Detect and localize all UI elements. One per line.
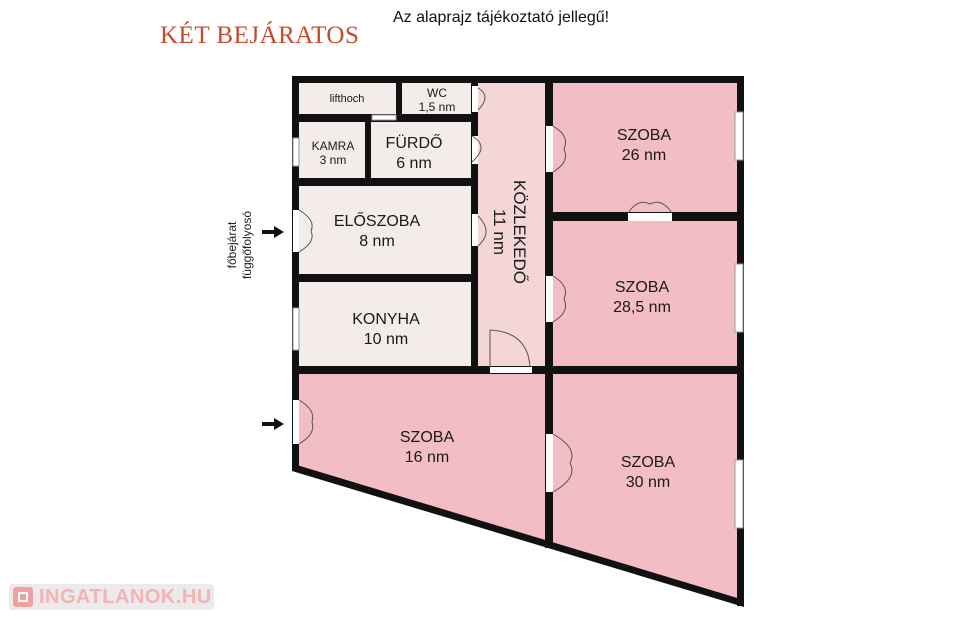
room-konyha-name: KONYHA (352, 311, 420, 328)
room-lifthoch-name: lifthoch (329, 93, 365, 105)
door-gap-eloszoba-hall (472, 214, 478, 246)
door-swing-wc (477, 87, 486, 111)
plan-title: KÉT BEJÁRATOS (160, 22, 360, 49)
room-kamra-name: KAMRA (311, 139, 355, 153)
room-szoba3-name: SZOBA (399, 429, 455, 446)
wall-utility-row (292, 178, 478, 186)
doors (293, 86, 673, 493)
door-gap-eloszoba (293, 210, 299, 252)
room-szoba1-area: 26 nm (621, 147, 667, 164)
furdo-floor (370, 122, 474, 180)
wall-lift-wc (396, 76, 402, 120)
wc-floor (402, 82, 474, 116)
door-gap-furdo (472, 136, 478, 164)
door-swing-szoba1 (552, 125, 567, 173)
room-furdo: FÜRDŐ 6 nm (386, 134, 443, 174)
kamra-floor (298, 122, 366, 180)
room-szoba2-name: SZOBA (614, 279, 670, 296)
entrance-arrow-icon (262, 226, 284, 238)
door-gap-szoba1 (546, 126, 553, 172)
outer-wall-top (292, 76, 744, 83)
room-szoba1-name: SZOBA (616, 127, 672, 144)
door-gap-szoba3 (293, 400, 299, 444)
outer-wall-right (737, 76, 744, 606)
door-swing-hall-szoba (489, 329, 531, 368)
szoba3-floor (298, 372, 548, 542)
room-szoba2-area: 28,5 nm (613, 299, 671, 316)
door-swing-furdo (471, 135, 482, 163)
room-eloszoba-area: 8 nm (359, 233, 395, 250)
door-gap-wc (472, 86, 478, 112)
wall-kamra-furdo (365, 114, 371, 184)
room-furdo-area: 6 nm (396, 155, 432, 172)
room-szoba2: SZOBA 28,5 nm (613, 278, 671, 318)
room-kamra-area: 3 nm (319, 153, 347, 167)
room-kozlekedo-area: 11 nm (490, 208, 509, 255)
door-gap-szoba4 (546, 434, 553, 492)
door-swing-szoba2 (552, 275, 567, 323)
window-szoba4 (734, 459, 744, 529)
room-kozlekedo: KÖZLEKEDŐ 11 nm (489, 180, 529, 284)
watermark-text: INGATLANOK.HU (39, 585, 212, 608)
outer-wall-bottom (292, 463, 744, 607)
szoba2-floor (552, 220, 738, 368)
window-lift-wc (371, 114, 397, 121)
window-kamra (292, 137, 300, 167)
room-szoba1: SZOBA 26 nm (617, 126, 671, 166)
watermark-logo: INGATLANOK.HU (9, 584, 214, 610)
konyha-floor (298, 282, 474, 368)
door-gap-szoba1-2 (628, 213, 672, 221)
room-szoba4-area: 30 nm (625, 474, 671, 491)
room-eloszoba-name: ELŐSZOBA (333, 213, 421, 230)
door-swing-szoba4 (552, 433, 573, 493)
room-konyha-area: 10 nm (363, 331, 409, 348)
windows (292, 111, 744, 529)
disclaimer-note: Az alaprajz tájékoztató jellegű! (393, 9, 610, 26)
room-fills (298, 82, 738, 600)
door-swing-eloszoba-hall (477, 215, 487, 247)
outer-wall-left (292, 76, 299, 470)
room-wc-area: 1,5 nm (418, 100, 456, 114)
entrance-arrow-icon (262, 418, 284, 430)
room-eloszoba: ELŐSZOBA 8 nm (334, 212, 420, 252)
window-konyha (292, 307, 300, 351)
szoba4-floor (552, 372, 738, 600)
door-swing-szoba1-2 (627, 201, 673, 214)
house-logo-icon (13, 587, 33, 607)
kozlekedo-floor (478, 82, 548, 372)
room-konyha: KONYHA 10 nm (352, 310, 420, 350)
room-wc-name: WC (427, 86, 447, 100)
door-gap-hall-szoba (490, 367, 532, 373)
eloszoba-floor (298, 186, 474, 276)
door-gap-szoba2 (546, 276, 553, 322)
room-szoba4: SZOBA 30 nm (621, 453, 675, 493)
room-furdo-name: FÜRDŐ (385, 135, 443, 152)
room-lifthoch: lifthoch (330, 92, 365, 106)
room-szoba3: SZOBA 16 nm (400, 428, 454, 468)
window-szoba1 (734, 111, 744, 161)
room-szoba4-name: SZOBA (620, 454, 676, 471)
szoba1-floor (552, 82, 738, 214)
room-kamra: KAMRA 3 nm (312, 139, 355, 167)
window-szoba2 (734, 263, 744, 333)
room-kozlekedo-name: KÖZLEKEDŐ (510, 180, 529, 284)
wall-eloszoba-konyha (292, 274, 478, 282)
room-wc: WC 1,5 nm (419, 86, 456, 114)
door-swing-szoba3 (298, 399, 314, 445)
room-szoba3-area: 16 nm (404, 449, 450, 466)
lifthoch-floor (298, 82, 398, 116)
door-swing-eloszoba (298, 209, 313, 253)
